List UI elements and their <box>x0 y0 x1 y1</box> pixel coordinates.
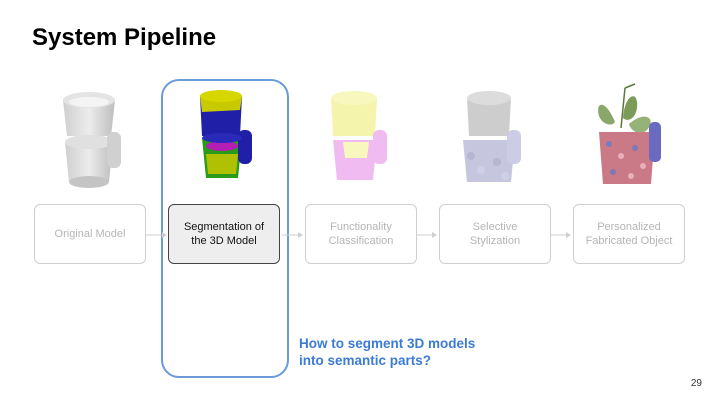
step-original-model-label: Original Model <box>54 228 126 240</box>
arrow-right-icon <box>416 230 438 240</box>
step-segmentation: Segmentation of the 3D Model <box>168 204 280 264</box>
arrow-right-icon <box>146 230 168 240</box>
stylized-model-image <box>447 86 537 196</box>
arrow-right-icon <box>282 230 304 240</box>
step-functionality-classification: Functionality Classification <box>305 204 417 264</box>
segmented-model-image <box>180 86 270 196</box>
functionality-classified-model-image <box>313 86 403 196</box>
step-selective-stylization: Selective Stylization <box>439 204 551 264</box>
step-original-model: Original Model <box>34 204 146 264</box>
slide-title: System Pipeline <box>32 24 217 51</box>
step-functionality-classification-label: Functionality Classification <box>328 221 394 247</box>
step-segmentation-label: Segmentation of the 3D Model <box>183 221 265 247</box>
step-personalized-fabricated-object-label: Personalized Fabricated Object <box>585 221 673 247</box>
current-step-highlight-frame <box>161 79 289 378</box>
original-model-image <box>47 86 137 196</box>
research-question: How to segment 3D models into semantic p… <box>299 336 476 368</box>
step-personalized-fabricated-object: Personalized Fabricated Object <box>573 204 685 264</box>
page-number: 29 <box>690 378 702 389</box>
arrow-right-icon <box>550 230 572 240</box>
step-selective-stylization-label: Selective Stylization <box>469 221 521 247</box>
fabricated-object-image <box>585 78 675 196</box>
